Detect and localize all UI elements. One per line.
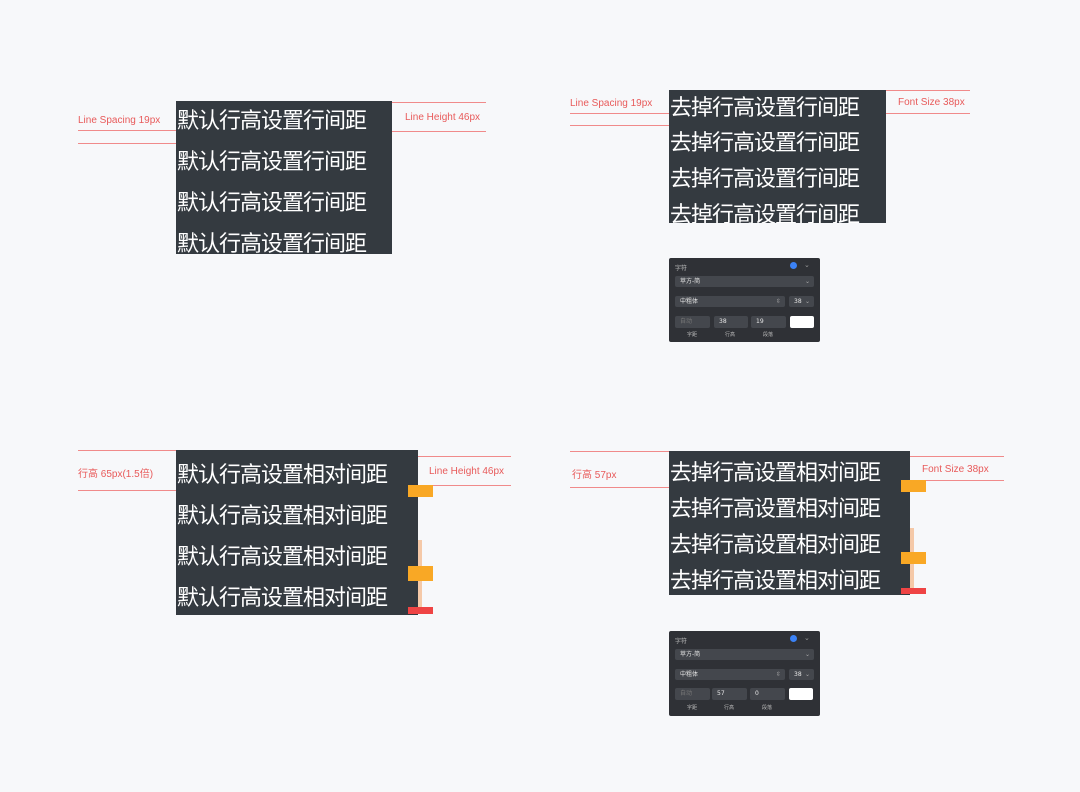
label-line-height: Line Height 46px bbox=[405, 112, 481, 123]
text-line: 去掉行高设置行间距 bbox=[670, 96, 860, 121]
guide-line-top-right bbox=[405, 456, 511, 457]
spacing-marker-peach bbox=[418, 540, 422, 566]
guide-line-top-left bbox=[570, 451, 700, 452]
spacing-marker-orange bbox=[408, 566, 433, 581]
spacing-marker-orange bbox=[901, 552, 926, 564]
tracking-input[interactable]: 自动 bbox=[675, 688, 710, 700]
gear-icon[interactable] bbox=[790, 262, 797, 269]
label-line-height: Line Height 46px bbox=[429, 466, 505, 477]
chevron-down-icon: ⌄ bbox=[804, 651, 810, 658]
gear-icon[interactable] bbox=[790, 635, 797, 642]
color-swatch[interactable] bbox=[790, 316, 814, 328]
guide-line-top-left bbox=[78, 450, 204, 451]
guide-line-top-right bbox=[860, 90, 970, 91]
label-line-height-relative: 行高 65px(1.5倍) bbox=[78, 469, 154, 480]
stepper-icon: ⇳ bbox=[775, 298, 781, 305]
text-line: 去掉行高设置行间距 bbox=[670, 203, 860, 223]
spacing-marker-orange bbox=[408, 485, 433, 497]
text-line: 默认行高设置相对间距 bbox=[177, 545, 388, 570]
caption-tracking: 字距 bbox=[687, 705, 698, 711]
chevron-down-icon: ⌄ bbox=[804, 278, 810, 285]
stepper-icon: ⇳ bbox=[775, 671, 781, 678]
spacing-marker-red bbox=[901, 588, 926, 594]
font-family-select[interactable]: 苹方-简 ⌄ bbox=[675, 649, 814, 660]
text-block-removed-line-height: 去掉行高设置行间距 去掉行高设置行间距 去掉行高设置行间距 去掉行高设置行间距 bbox=[669, 90, 886, 223]
label-font-size: Font Size 38px bbox=[898, 97, 965, 108]
caption-line-height: 行高 bbox=[725, 332, 736, 338]
font-size-value: 38 bbox=[794, 671, 802, 678]
text-line: 去掉行高设置相对间距 bbox=[670, 461, 881, 486]
font-family-value: 苹方-简 bbox=[680, 651, 701, 658]
font-weight-value: 中粗体 bbox=[680, 671, 699, 678]
caption-paragraph: 段落 bbox=[762, 705, 773, 711]
font-weight-select[interactable]: 中粗体 ⇳ bbox=[675, 669, 785, 680]
text-line: 默认行高设置行间距 bbox=[177, 232, 367, 254]
spacing-marker-orange bbox=[901, 480, 926, 492]
font-size-select[interactable]: 38 ⌄ bbox=[789, 296, 814, 307]
chevron-down-icon: ⌄ bbox=[804, 671, 810, 678]
guide-line-top-right bbox=[886, 456, 1004, 457]
line-height-input[interactable]: 57 bbox=[712, 688, 747, 700]
text-block-default-relative-spacing: 默认行高设置相对间距 默认行高设置相对间距 默认行高设置相对间距 默认行高设置相… bbox=[176, 450, 418, 615]
spacing-marker-peach bbox=[910, 564, 914, 588]
spacing-marker-peach bbox=[910, 528, 914, 552]
guide-line-bottom-left bbox=[570, 487, 700, 488]
text-line: 去掉行高设置行间距 bbox=[670, 167, 860, 192]
guide-line-top-left bbox=[570, 113, 674, 114]
spacing-marker-peach bbox=[418, 581, 422, 607]
guide-line-bottom-right bbox=[405, 485, 511, 486]
label-line-height-57: 行高 57px bbox=[572, 470, 617, 481]
paragraph-spacing-input[interactable]: 0 bbox=[750, 688, 785, 700]
spacing-marker-red bbox=[408, 607, 433, 614]
guide-line-top-right bbox=[368, 102, 486, 103]
caption-line-height: 行高 bbox=[724, 705, 735, 711]
panel-title: 字符 bbox=[675, 265, 688, 272]
font-weight-value: 中粗体 bbox=[680, 298, 699, 305]
chevron-down-icon[interactable]: ⌄ bbox=[804, 634, 810, 642]
font-weight-select[interactable]: 中粗体 ⇳ bbox=[675, 296, 785, 307]
text-block-default-line-spacing: 默认行高设置行间距 默认行高设置行间距 默认行高设置行间距 默认行高设置行间距 bbox=[176, 101, 392, 254]
panel-title: 字符 bbox=[675, 638, 688, 645]
text-line: 去掉行高设置相对间距 bbox=[670, 497, 881, 522]
text-line: 默认行高设置相对间距 bbox=[177, 586, 388, 611]
font-size-value: 38 bbox=[794, 298, 802, 305]
paragraph-spacing-input[interactable]: 19 bbox=[751, 316, 786, 328]
label-font-size: Font Size 38px bbox=[922, 464, 989, 475]
label-line-spacing: Line Spacing 19px bbox=[78, 115, 161, 126]
color-swatch[interactable] bbox=[789, 688, 813, 700]
guide-line-bottom-left bbox=[78, 490, 204, 491]
label-line-spacing: Line Spacing 19px bbox=[570, 98, 653, 109]
chevron-down-icon: ⌄ bbox=[804, 298, 810, 305]
character-panel: 字符 ⌄ 苹方-简 ⌄ 中粗体 ⇳ 38 ⌄ 自动 57 0 字距 行高 段落 bbox=[669, 631, 820, 716]
character-panel: 字符 ⌄ 苹方-简 ⌄ 中粗体 ⇳ 38 ⌄ 自动 38 19 字距 行高 段落 bbox=[669, 258, 820, 342]
caption-paragraph: 段落 bbox=[763, 332, 774, 338]
guide-line-bottom-right bbox=[860, 113, 970, 114]
guide-line-bottom-left bbox=[570, 125, 674, 126]
chevron-down-icon[interactable]: ⌄ bbox=[804, 261, 810, 269]
tracking-input[interactable]: 自动 bbox=[675, 316, 710, 328]
text-line: 默认行高设置行间距 bbox=[177, 109, 367, 134]
line-height-input[interactable]: 38 bbox=[714, 316, 748, 328]
guide-line-bottom-left bbox=[78, 143, 198, 144]
font-family-select[interactable]: 苹方-简 ⌄ bbox=[675, 276, 814, 287]
guide-line-bottom-right bbox=[368, 131, 486, 132]
guide-line-top-left bbox=[78, 130, 198, 131]
text-line: 默认行高设置行间距 bbox=[177, 191, 367, 216]
text-line: 去掉行高设置相对间距 bbox=[670, 569, 881, 594]
text-line: 去掉行高设置行间距 bbox=[670, 131, 860, 156]
text-line: 默认行高设置行间距 bbox=[177, 150, 367, 175]
font-size-select[interactable]: 38 ⌄ bbox=[789, 669, 814, 680]
text-line: 默认行高设置相对间距 bbox=[177, 504, 388, 529]
text-line: 去掉行高设置相对间距 bbox=[670, 533, 881, 558]
font-family-value: 苹方-简 bbox=[680, 278, 701, 285]
guide-line-bottom-right bbox=[886, 480, 1004, 481]
text-line: 默认行高设置相对间距 bbox=[177, 463, 388, 488]
text-block-removed-relative-spacing: 去掉行高设置相对间距 去掉行高设置相对间距 去掉行高设置相对间距 去掉行高设置相… bbox=[669, 451, 910, 595]
caption-tracking: 字距 bbox=[687, 332, 698, 338]
